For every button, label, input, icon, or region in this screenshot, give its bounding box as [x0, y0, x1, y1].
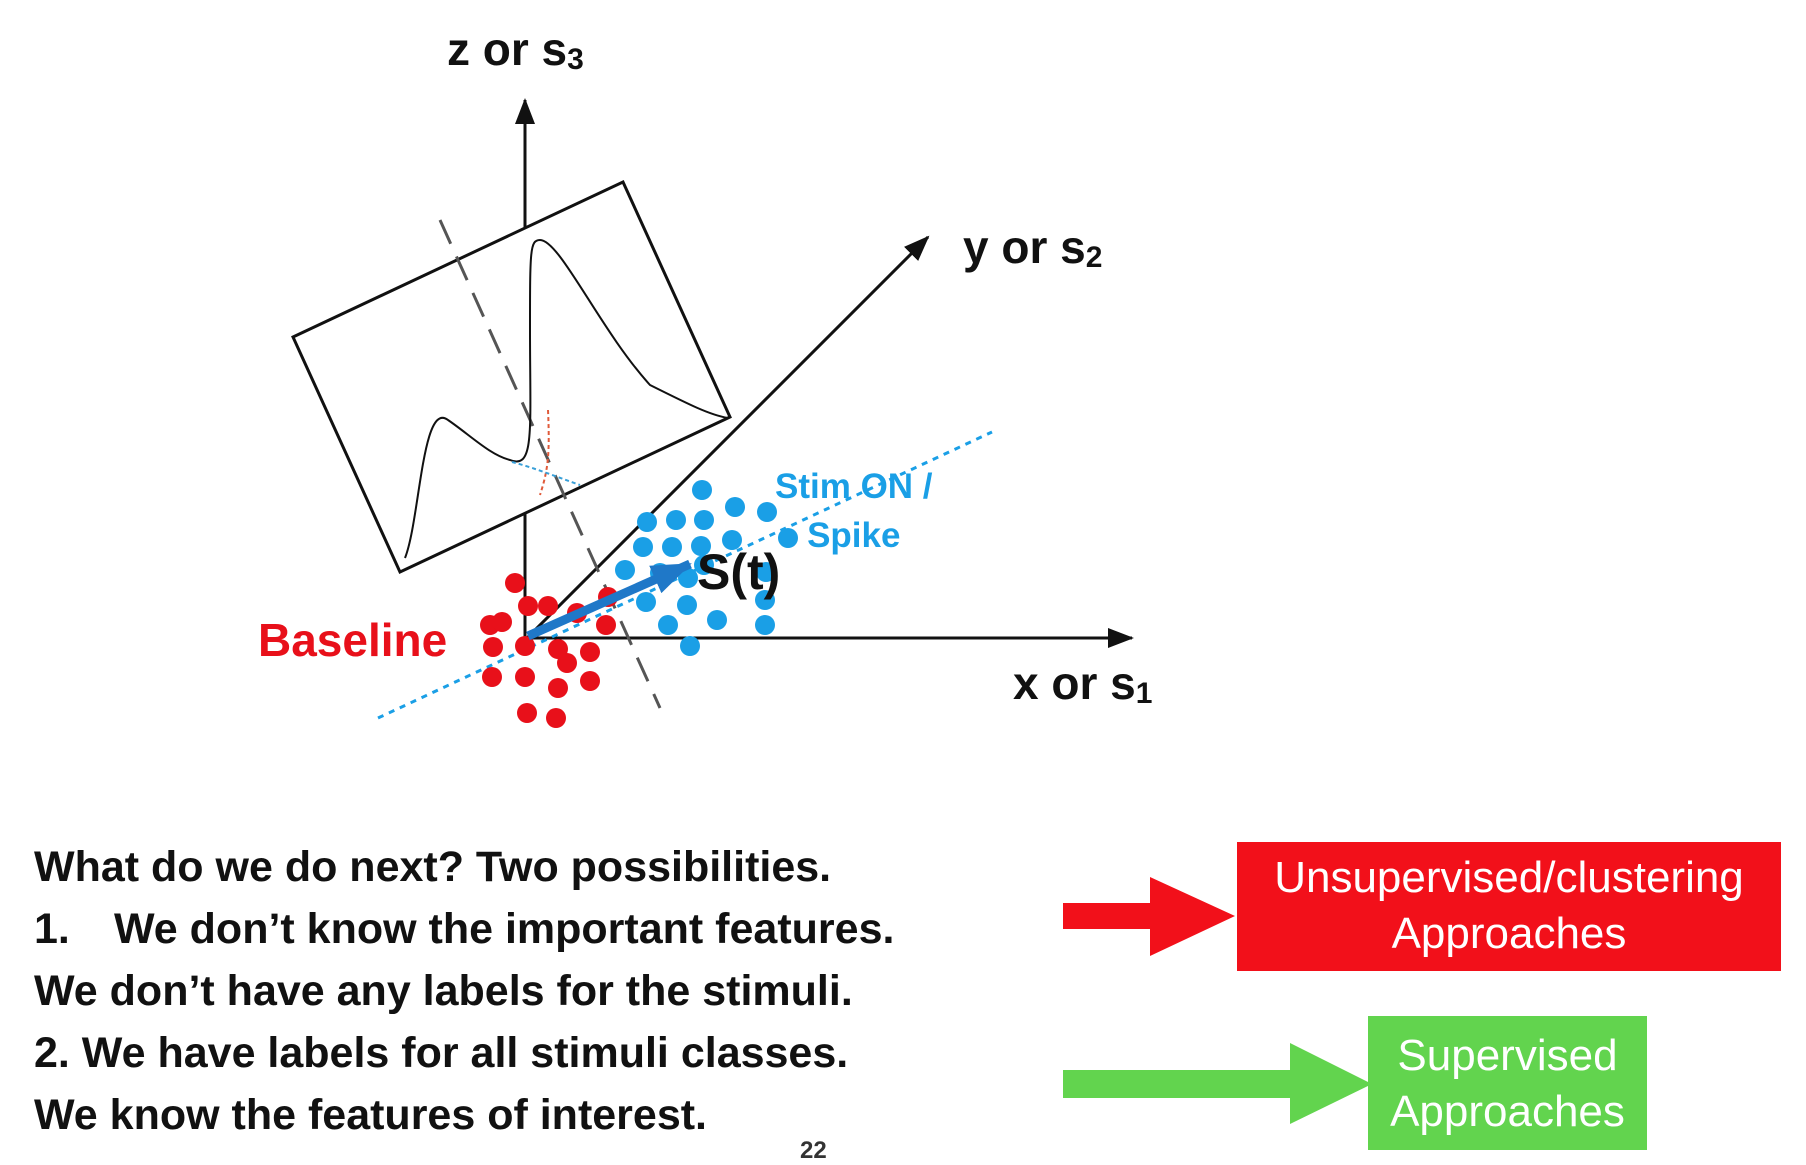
overlap-curve-blue: [511, 461, 581, 486]
y-axis-subscript: 2: [1085, 241, 1103, 274]
stim-on-point: [755, 590, 775, 610]
z-axis-name: z or s: [447, 23, 568, 75]
question-line-3: We don’t have any labels for the stimuli…: [34, 967, 853, 1015]
arrow-to-supervised: [1063, 1043, 1372, 1124]
stim-on-point: [755, 615, 775, 635]
stim-on-point: [680, 636, 700, 656]
stim-on-point: [694, 510, 714, 530]
stim-on-point: [756, 562, 776, 582]
question-line-2: 1. We don’t know the important features.: [34, 898, 894, 960]
stim-on-label: Stim ON / Spike: [775, 462, 933, 560]
baseline-points: [480, 573, 618, 728]
state-vector-label: S(t): [697, 544, 781, 600]
stim-on-points: [615, 480, 798, 656]
stim-on-point: [725, 497, 745, 517]
unsupervised-approaches-box: Unsupervised/clustering Approaches: [1237, 842, 1781, 971]
stim-on-point: [692, 480, 712, 500]
unsupervised-box-line1: Unsupervised/clustering: [1274, 853, 1744, 902]
baseline-label: Baseline: [258, 614, 448, 666]
baseline-point: [580, 642, 600, 662]
stim-on-point: [658, 615, 678, 635]
stim-on-point: [636, 592, 656, 612]
baseline-point: [505, 573, 525, 593]
baseline-point: [517, 703, 537, 723]
arrow-to-unsupervised: [1063, 877, 1235, 956]
z-axis-label: z or s3: [447, 22, 584, 77]
question-line-4: 2. We have labels for all stimuli classe…: [34, 1029, 849, 1077]
baseline-point: [492, 612, 512, 632]
baseline-point: [580, 671, 600, 691]
supervised-box-line1: Supervised: [1397, 1031, 1618, 1080]
bimodal-distribution-curve: [404, 238, 729, 559]
decision-boundary-dashed-line: [438, 219, 662, 709]
x-axis-name: x or s: [1013, 657, 1136, 709]
stim-on-point: [694, 555, 714, 575]
projection-plane: [291, 179, 732, 709]
stim-on-point: [633, 537, 653, 557]
state-vector-arrow: [526, 559, 692, 641]
question-text: What do we do next? Two possibilities. 1…: [34, 836, 894, 1146]
overlap-curve-red: [539, 409, 550, 496]
baseline-point: [596, 615, 616, 635]
stim-on-point: [707, 610, 727, 630]
y-axis: [523, 235, 930, 642]
y-axis-label: y or s2: [963, 220, 1102, 275]
baseline-point: [483, 637, 503, 657]
stim-on-point: [677, 595, 697, 615]
option-1-text: We don’t know the important features.: [114, 905, 895, 953]
x-axis-label: x or s1: [1013, 656, 1152, 711]
stim-on-point: [722, 530, 742, 550]
baseline-point: [515, 636, 535, 656]
stim-on-label-line1: Stim ON /: [775, 467, 933, 506]
stim-on-point: [662, 537, 682, 557]
baseline-point: [548, 678, 568, 698]
baseline-point: [538, 596, 558, 616]
y-axis-name: y or s: [963, 221, 1086, 273]
supervised-approaches-box: Supervised Approaches: [1368, 1016, 1647, 1150]
baseline-point: [482, 667, 502, 687]
question-line-5: We know the features of interest.: [34, 1091, 708, 1139]
stim-on-point: [778, 528, 798, 548]
stim-on-label-line2: Spike: [807, 516, 901, 555]
unsupervised-box-line2: Approaches: [1391, 909, 1627, 958]
page-number: 22: [800, 1137, 827, 1164]
stim-on-point: [615, 560, 635, 580]
baseline-point: [515, 667, 535, 687]
option-1-number: 1.: [34, 905, 70, 953]
supervised-box-line2: Approaches: [1390, 1087, 1625, 1136]
baseline-point: [557, 653, 577, 673]
stim-on-point: [691, 536, 711, 556]
z-axis-subscript: 3: [567, 43, 584, 76]
stim-on-point: [637, 512, 657, 532]
stim-on-point: [666, 510, 686, 530]
question-line-1: What do we do next? Two possibilities.: [34, 843, 832, 891]
x-axis-subscript: 1: [1135, 677, 1153, 710]
baseline-point: [546, 708, 566, 728]
stim-on-point: [757, 502, 777, 522]
baseline-point: [518, 596, 538, 616]
